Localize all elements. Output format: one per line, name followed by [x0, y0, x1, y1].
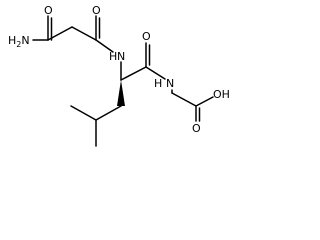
bond-ch2-cooh — [171, 92, 197, 107]
stereo-wedge — [117, 80, 125, 106]
atom-nh1-h: H — [109, 50, 117, 63]
atom-leu-o: O — [142, 30, 151, 43]
atom-amide-n: H2N — [8, 34, 30, 49]
atom-nh2-h: H — [154, 77, 162, 90]
bond-c3-n1 — [95, 39, 114, 53]
bond-c-n2 — [145, 66, 166, 80]
bond-cooh-oh — [195, 96, 214, 107]
atom-amide-o: O — [44, 4, 53, 17]
bond-ca-c — [120, 66, 147, 81]
atom-nh2-n: N — [166, 77, 174, 90]
bonds — [32, 15, 214, 147]
atom-labels: O H2N O N H O N H O OH — [8, 4, 230, 135]
atom-acid-o: O — [192, 122, 201, 135]
bond-cb-cg — [95, 105, 122, 121]
atom-nh1-n: N — [117, 50, 125, 63]
bond-c2-c3 — [71, 26, 97, 41]
bond-cg-cd1 — [70, 105, 97, 121]
molecule-structure: O H2N O N H O N H O OH — [8, 4, 230, 147]
atom-acid-oh: OH — [213, 88, 230, 101]
atom-acyl-o: O — [92, 4, 101, 17]
